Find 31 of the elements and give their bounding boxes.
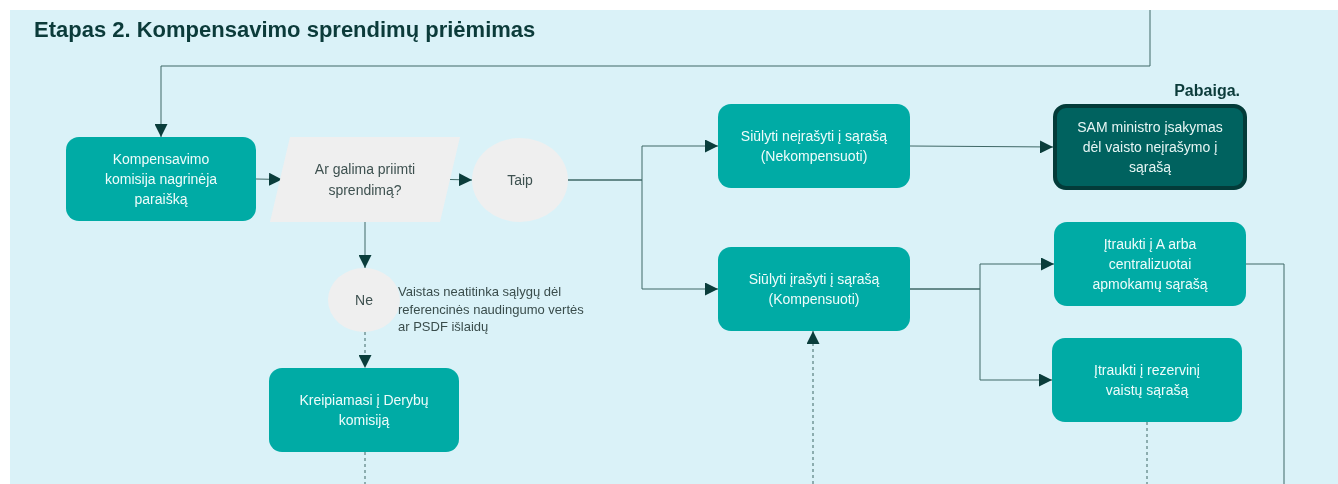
arrow — [909, 288, 1053, 387]
node-label: Ar galima priimti sprendimą? — [313, 160, 417, 200]
process-box — [269, 368, 459, 452]
arrow — [449, 173, 473, 187]
arrow — [806, 330, 820, 484]
end-box — [1053, 104, 1247, 190]
process-box — [1052, 338, 1242, 422]
title: Etapas 2. Kompensavimo sprendimų priėmimas — [34, 17, 536, 43]
arrow — [154, 9, 1151, 138]
connector-line — [1245, 263, 1285, 484]
node-label: Taip — [507, 170, 533, 190]
process-box — [718, 104, 910, 188]
end-label: Pabaiga. — [1173, 81, 1240, 101]
process-box — [66, 137, 256, 221]
node-label: SAM ministro įsakymas dėl vaisto neįrašymo į sąrašą — [1076, 117, 1224, 178]
connector-line — [364, 451, 366, 484]
node-label: Siūlyti neįrašyti į sąrašą (Nekompensuoti) — [740, 126, 888, 166]
node-label: Kompensavimo komisija nagrinėja paraišką — [103, 149, 219, 210]
process-box — [718, 247, 910, 331]
note-text: Vaistas neatitinka sąlygų dėl referencinės naudingumo vertės ar PSDF išlaidų — [398, 283, 585, 336]
process-box — [1054, 222, 1246, 306]
arrow — [909, 140, 1054, 154]
arrow — [358, 331, 372, 369]
node-label: Įtraukti į A arba centralizuotai apmokamų sąrašą — [1091, 234, 1209, 295]
arrow — [358, 221, 372, 269]
connector-line — [1146, 421, 1148, 484]
node-label: Ne — [355, 290, 373, 310]
arrow — [567, 179, 719, 296]
node-label: Įtraukti į rezervinį vaistų sąrašą — [1093, 360, 1201, 400]
node-label: Kreipiamasi į Derybų komisiją — [298, 390, 430, 430]
node-label: Siūlyti įrašyti į sąrašą (Kompensuoti) — [747, 269, 881, 309]
